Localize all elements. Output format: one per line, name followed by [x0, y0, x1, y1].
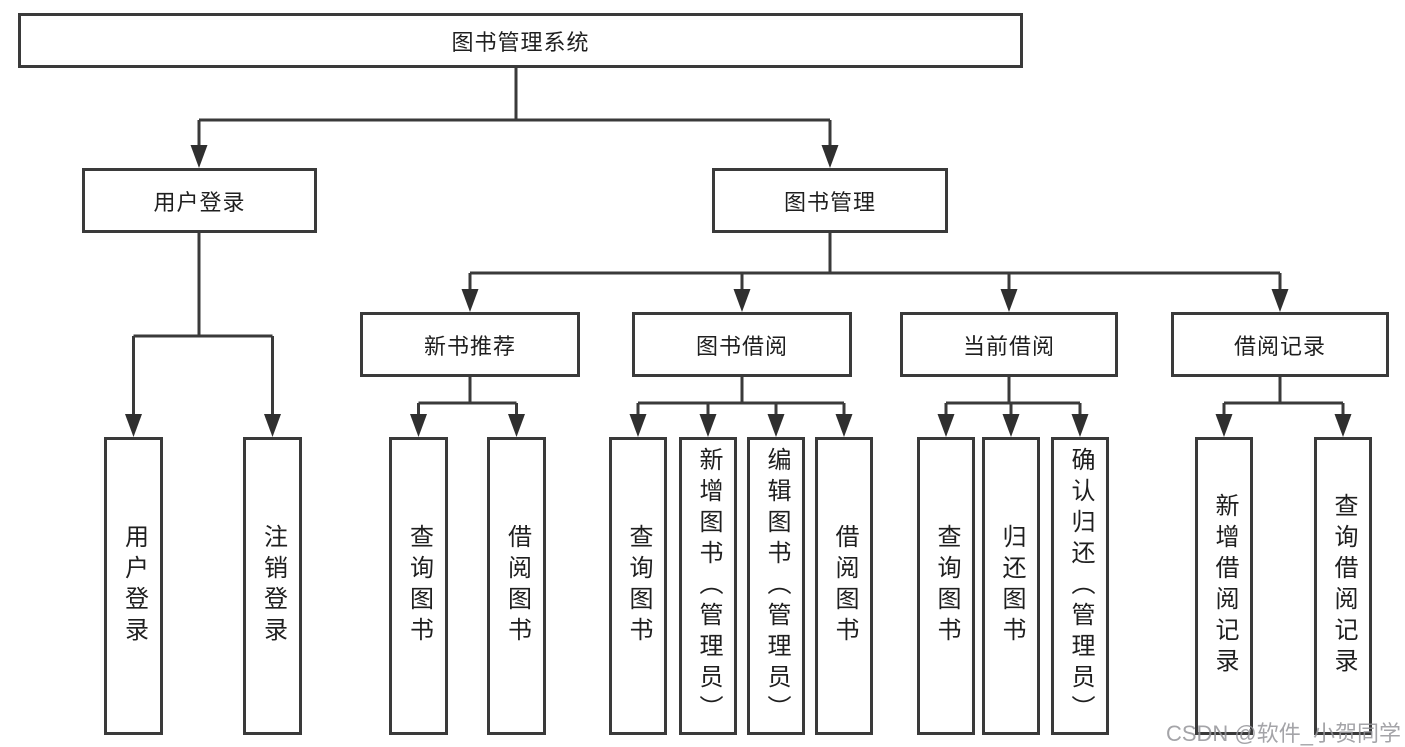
arrowhead	[699, 414, 717, 437]
node-current-borrow-label: 当前借阅	[962, 333, 1055, 359]
connector-book-management-to-level3	[461, 233, 1289, 312]
connector-new-book-children	[410, 377, 525, 437]
leaf-query-books-2-label: 查询图书	[625, 524, 652, 648]
arrowhead	[629, 414, 647, 437]
leaf-query-books-3: 查询图书	[917, 437, 975, 735]
node-borrow-records: 借阅记录	[1171, 312, 1389, 377]
leaf-query-books-1: 查询图书	[389, 437, 448, 735]
arrowhead	[821, 145, 839, 168]
node-root: 图书管理系统	[18, 13, 1023, 68]
node-book-management-label: 图书管理	[783, 189, 876, 215]
leaf-confirm-return-admin: 确认归还（管理员）	[1051, 437, 1109, 735]
connector-borrow-record-children	[1215, 377, 1352, 437]
arrowhead	[1215, 414, 1233, 437]
leaf-add-books-admin-label: 新增图书（管理员）	[695, 446, 722, 726]
leaf-query-books-3-label: 查询图书	[933, 524, 960, 648]
node-user-login-label: 用户登录	[153, 189, 246, 215]
connector-user-login-children	[125, 233, 281, 437]
arrowhead	[125, 414, 142, 437]
node-book-borrow-label: 图书借阅	[695, 333, 788, 359]
arrowhead	[937, 414, 955, 437]
arrowhead	[835, 414, 853, 437]
leaf-query-borrow-record: 查询借阅记录	[1314, 437, 1372, 735]
leaf-add-books-admin: 新增图书（管理员）	[679, 437, 737, 735]
connector-book-borrow-children	[629, 377, 853, 437]
leaf-logout-label: 注销登录	[259, 524, 287, 648]
leaf-return-books: 归还图书	[982, 437, 1040, 735]
leaf-return-books-label: 归还图书	[998, 524, 1025, 648]
node-root-label: 图书管理系统	[451, 29, 590, 55]
csdn-watermark: CSDN @软件_小贺同学	[1165, 721, 1401, 746]
connector-current-borrow-children	[937, 377, 1089, 437]
leaf-borrow-books-2: 借阅图书	[815, 437, 873, 735]
node-user-login: 用户登录	[82, 168, 317, 233]
arrowhead	[410, 414, 427, 437]
leaf-borrow-books-1: 借阅图书	[487, 437, 546, 735]
node-book-borrow: 图书借阅	[632, 312, 852, 377]
node-book-management: 图书管理	[712, 168, 948, 233]
arrowhead	[1271, 289, 1289, 312]
leaf-query-books-1-label: 查询图书	[405, 524, 433, 648]
leaf-add-borrow-record: 新增借阅记录	[1195, 437, 1253, 735]
arrowhead	[767, 414, 785, 437]
leaf-user-login-label: 用户登录	[120, 524, 148, 648]
leaf-borrow-books-2-label: 借阅图书	[831, 524, 858, 648]
leaf-edit-books-admin: 编辑图书（管理员）	[747, 437, 805, 735]
arrowhead	[1002, 414, 1020, 437]
leaf-borrow-books-1-label: 借阅图书	[503, 524, 531, 648]
node-new-book-recommend: 新书推荐	[360, 312, 580, 377]
node-current-borrow: 当前借阅	[900, 312, 1118, 377]
leaf-confirm-return-admin-label: 确认归还（管理员）	[1067, 446, 1094, 726]
leaf-edit-books-admin-label: 编辑图书（管理员）	[763, 446, 790, 726]
arrowhead	[1334, 414, 1352, 437]
connector-root-to-level2	[190, 68, 839, 168]
leaf-add-borrow-record-label: 新增借阅记录	[1211, 493, 1238, 679]
leaf-user-login: 用户登录	[104, 437, 163, 735]
arrowhead	[508, 414, 525, 437]
arrowhead	[733, 289, 751, 312]
arrowhead	[1000, 289, 1018, 312]
leaf-query-borrow-record-label: 查询借阅记录	[1330, 493, 1357, 679]
node-borrow-records-label: 借阅记录	[1233, 333, 1326, 359]
arrowhead	[461, 289, 479, 312]
node-new-book-recommend-label: 新书推荐	[423, 333, 516, 359]
arrowhead	[190, 145, 208, 168]
arrowhead	[264, 414, 281, 437]
leaf-query-books-2: 查询图书	[609, 437, 667, 735]
arrowhead	[1071, 414, 1089, 437]
leaf-logout: 注销登录	[243, 437, 302, 735]
